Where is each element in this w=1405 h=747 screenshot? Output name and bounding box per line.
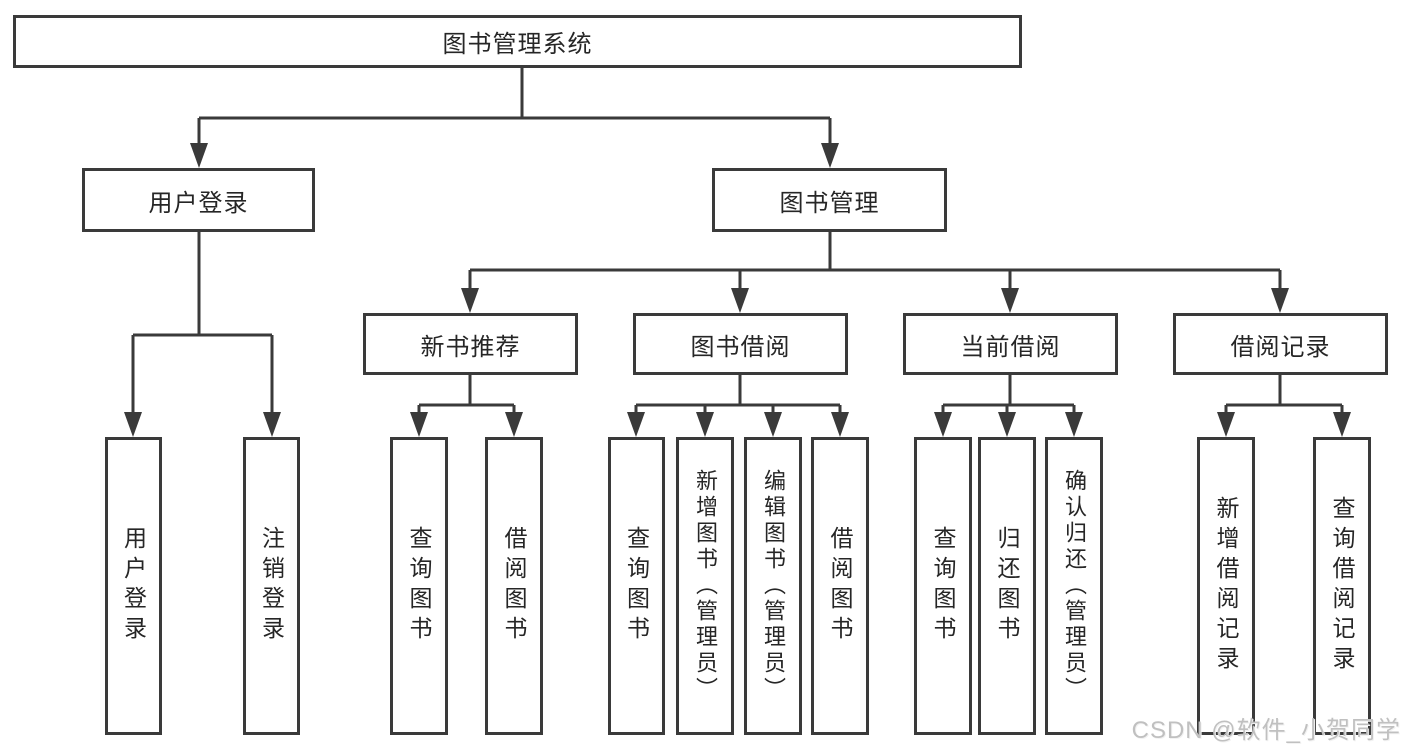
node-book-borrowing: 图书借阅: [633, 313, 848, 375]
node-root: 图书管理系统: [13, 15, 1022, 68]
leaf-query-books-recommend: 查询图书: [390, 437, 448, 735]
leaf-query-books-borrowing: 查询图书: [608, 437, 665, 735]
leaf-user-login: 用户登录: [105, 437, 162, 735]
leaf-logout: 注销登录: [243, 437, 300, 735]
leaf-borrow-books: 借阅图书: [811, 437, 869, 735]
node-book-management-label: 图书管理: [779, 189, 880, 217]
leaf-borrow-books-recommend: 借阅图书: [485, 437, 543, 735]
node-borrowing-records: 借阅记录: [1173, 313, 1388, 375]
leaf-edit-books-admin: 编辑图书（管理员）: [744, 437, 802, 735]
node-current-borrowing-label: 当前借阅: [960, 333, 1061, 361]
arrowheads: [124, 143, 1351, 437]
node-root-label: 图书管理系统: [442, 31, 593, 58]
leaf-confirm-return-admin: 确认归还（管理员）: [1045, 437, 1103, 735]
node-book-borrowing-label: 图书借阅: [690, 333, 791, 361]
leaf-add-borrow-record: 新增借阅记录: [1197, 437, 1255, 735]
leaf-query-borrow-record: 查询借阅记录: [1313, 437, 1371, 735]
leaf-query-books-current: 查询图书: [914, 437, 972, 735]
node-current-borrowing: 当前借阅: [903, 313, 1118, 375]
node-new-book-recommend-label: 新书推荐: [420, 333, 521, 361]
csdn-watermark: CSDN @软件_小贺同学: [1131, 717, 1401, 744]
node-borrowing-records-label: 借阅记录: [1230, 333, 1331, 361]
leaf-return-books: 归还图书: [978, 437, 1036, 735]
leaf-add-books-admin: 新增图书（管理员）: [676, 437, 734, 735]
node-user-login-label: 用户登录: [148, 189, 249, 217]
node-book-management: 图书管理: [712, 168, 947, 232]
node-new-book-recommend: 新书推荐: [363, 313, 578, 375]
node-user-login: 用户登录: [82, 168, 315, 232]
